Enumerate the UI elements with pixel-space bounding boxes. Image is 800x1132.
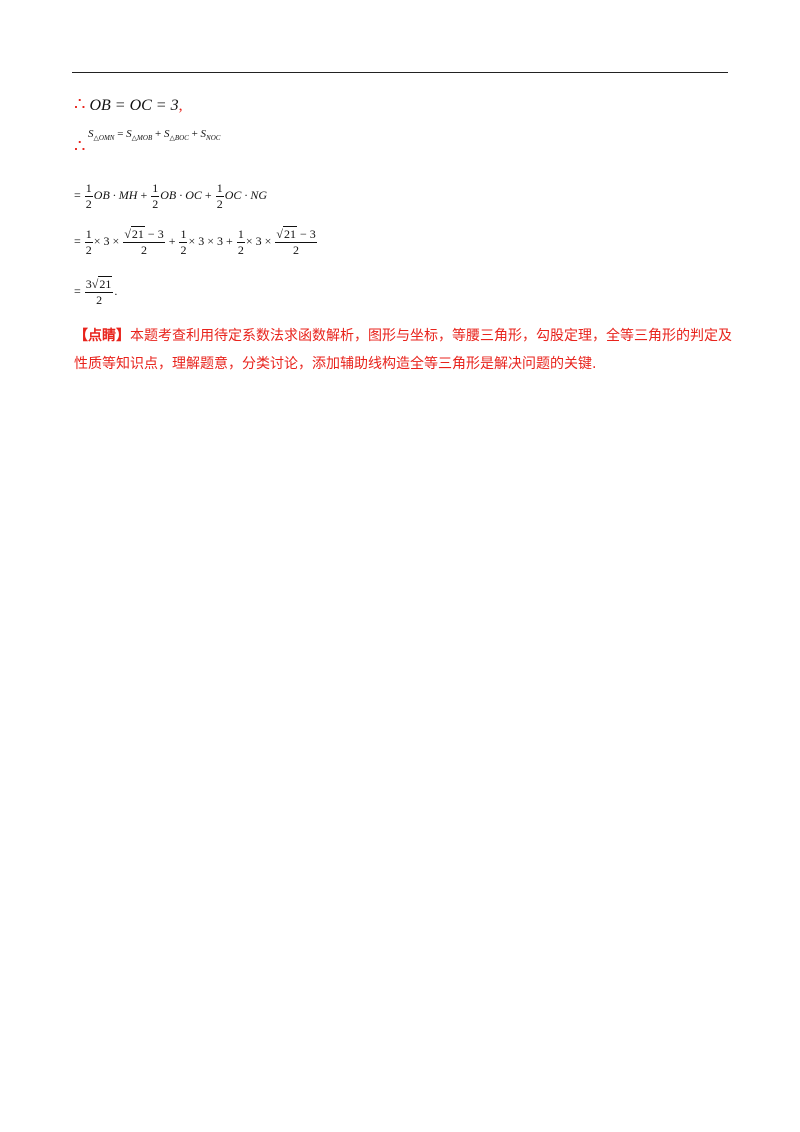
- equation-line-2: ∴ S△OMN = S△MOB + S△BOC + SNOC: [74, 128, 221, 156]
- key-point-tag: 【点睛】: [74, 328, 130, 344]
- term-2: OB · OC: [160, 187, 202, 202]
- term-1: OB · MH: [93, 187, 138, 202]
- therefore-symbol: ∴: [74, 136, 86, 156]
- equation-line-1: ∴ OB = OC = 3,: [74, 94, 183, 115]
- key-point-text: 本题考查利用待定系数法求函数解析，图形与坐标，等腰三角形，勾股定理，全等三角形的…: [74, 328, 732, 372]
- therefore-symbol: ∴: [74, 94, 86, 114]
- header-rule: [72, 72, 728, 73]
- area-equation: S△OMN = S△MOB + S△BOC + SNOC: [88, 128, 221, 143]
- equation-text: OB = OC = 3: [89, 97, 179, 114]
- comma: ,: [178, 97, 183, 114]
- key-point-note: 【点睛】本题考查利用待定系数法求函数解析，图形与坐标，等腰三角形，勾股定理，全等…: [74, 322, 734, 378]
- term-3: OC · NG: [224, 187, 268, 202]
